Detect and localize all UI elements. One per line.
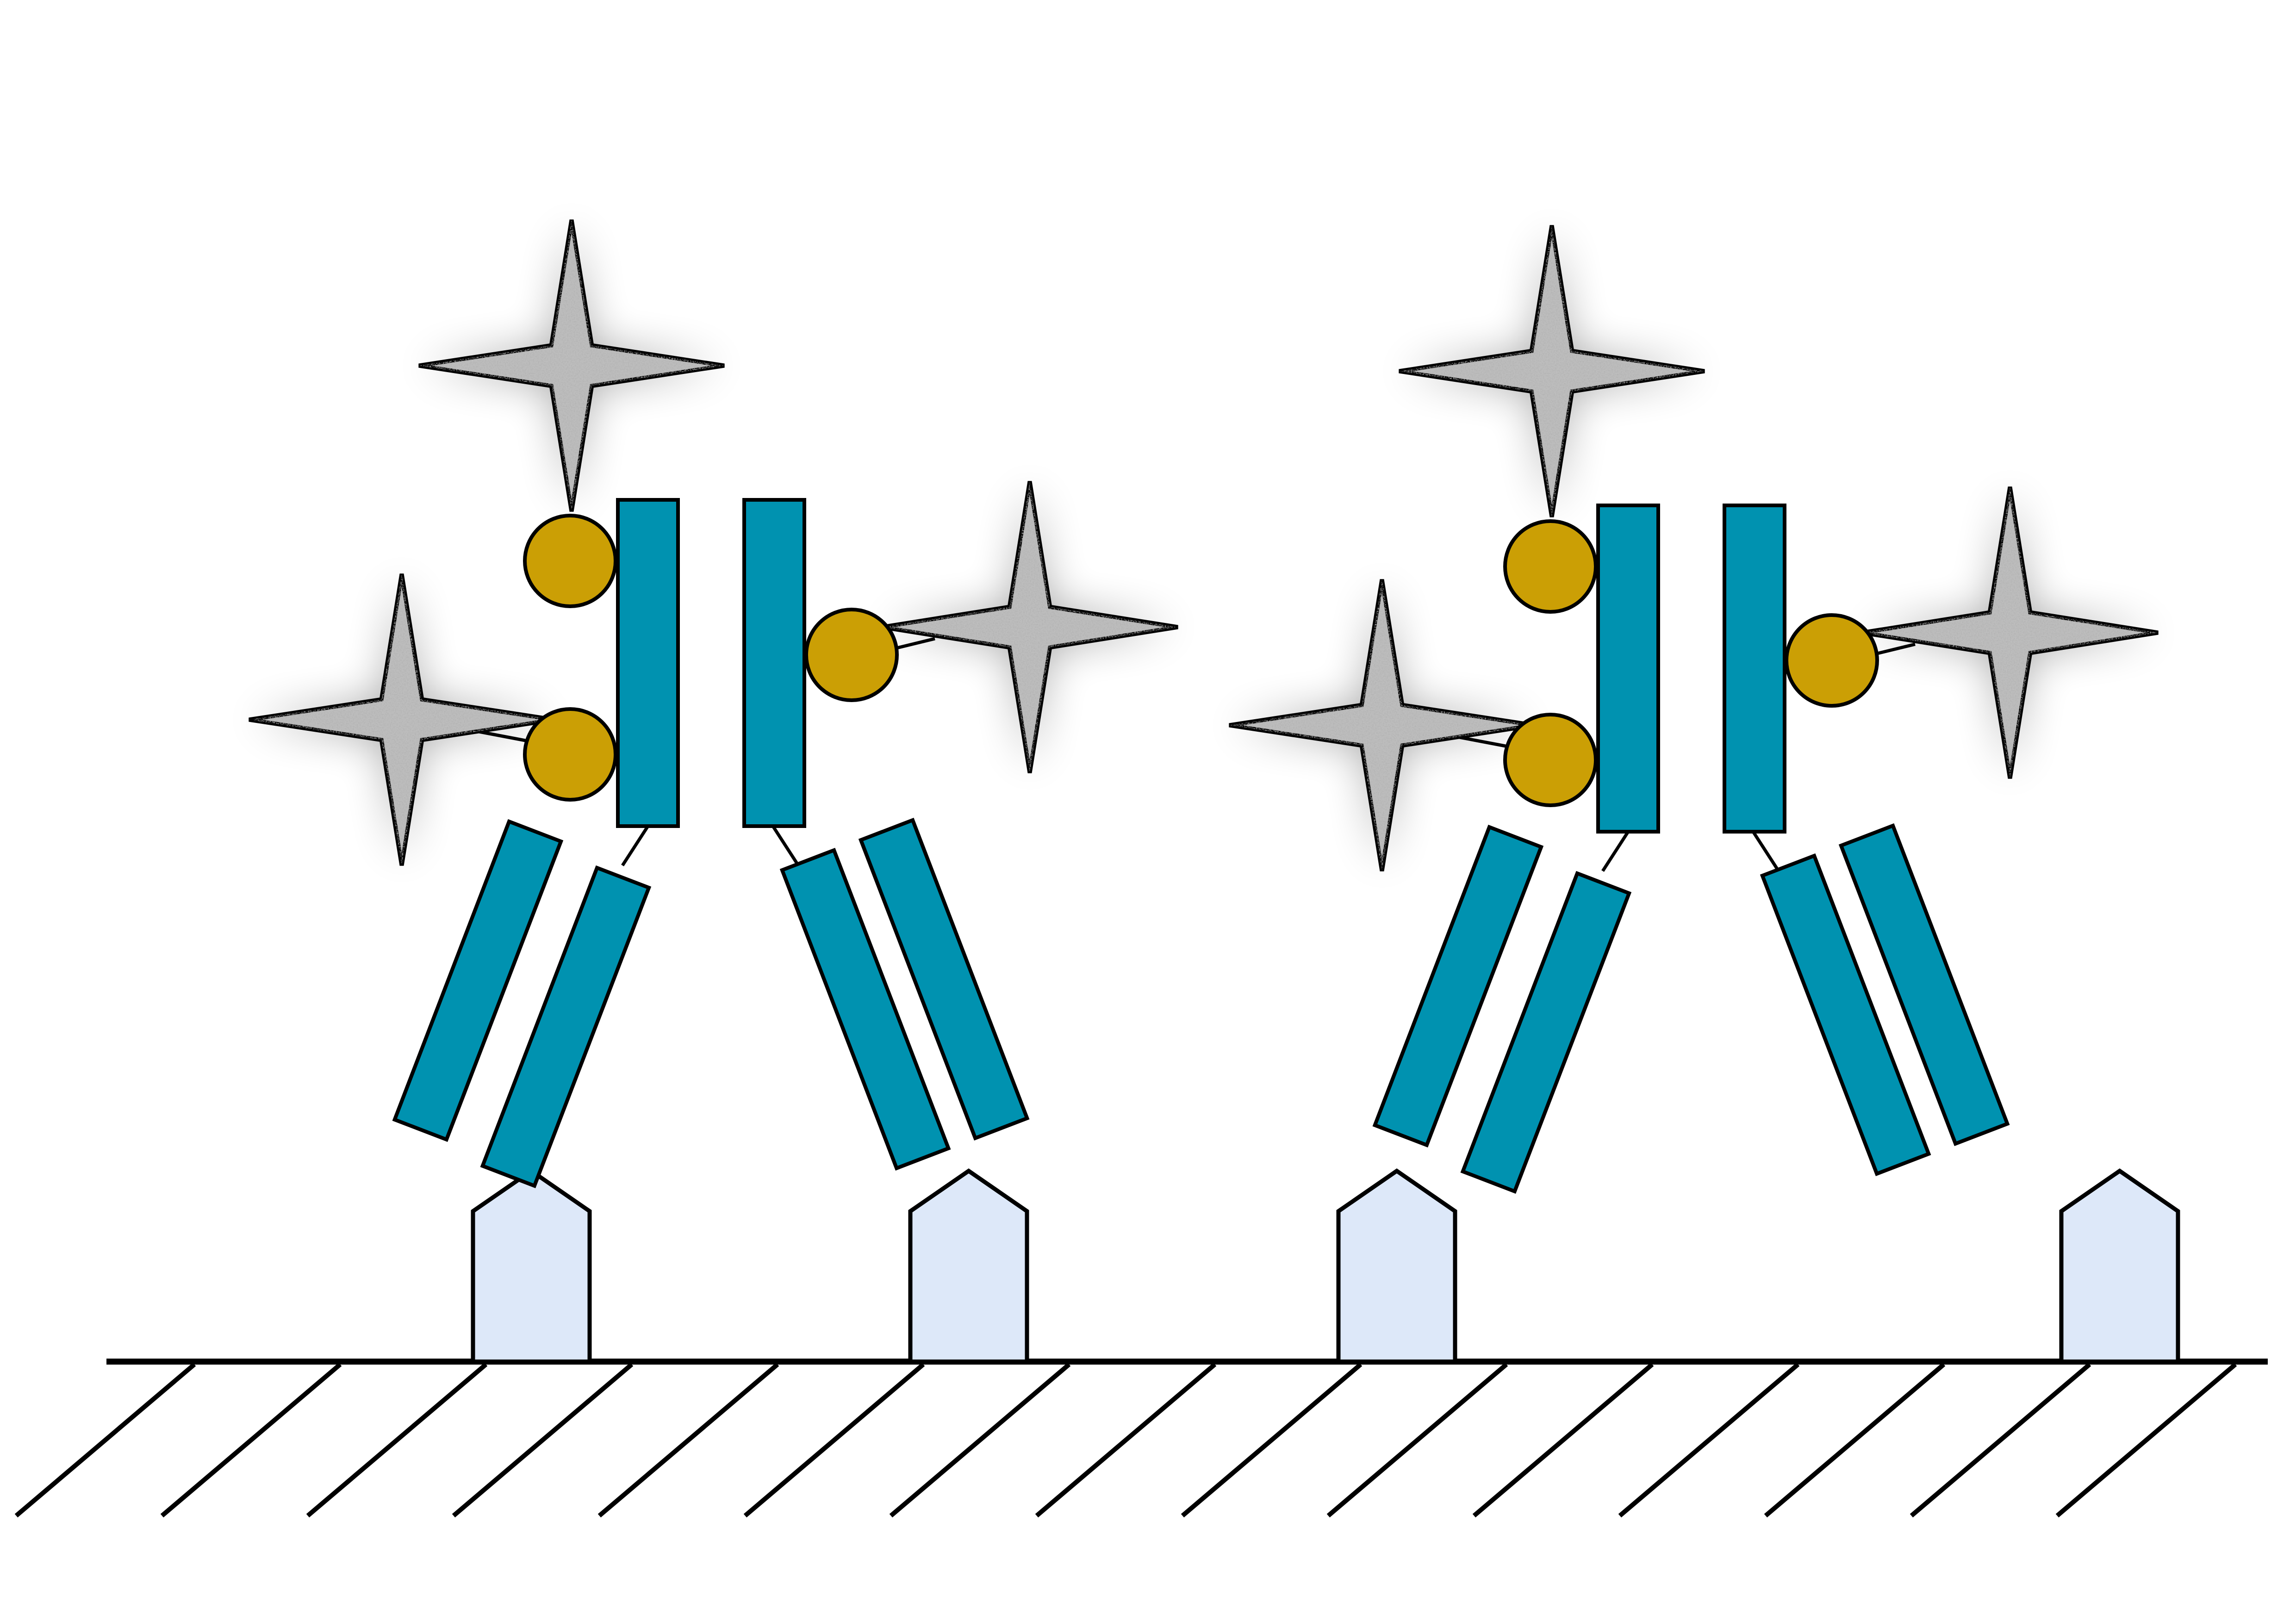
antibody-arm-domain (392, 819, 564, 1142)
hatch-line (1035, 1363, 1217, 1518)
antigen-layer (471, 1168, 2180, 1364)
label-tether (1877, 642, 1916, 655)
antibody-arm-domain (480, 865, 652, 1189)
star-texture (249, 574, 554, 865)
antibody-upper-domain (616, 498, 680, 828)
hatch-line (1618, 1363, 1800, 1518)
antigen-3 (1336, 1168, 1457, 1364)
right-antibody (1229, 225, 2159, 1194)
antigen-4 (2059, 1168, 2180, 1364)
hinge-line (1601, 831, 1630, 872)
label-tether (476, 729, 526, 742)
bead-icon (523, 514, 617, 608)
antibody-arm-domain (1838, 823, 2010, 1146)
antibody-upper-domain (1596, 504, 1660, 834)
bead-icon (1785, 613, 1879, 708)
label-tether (1456, 735, 1506, 748)
hatch-line (160, 1363, 342, 1518)
bead-icon (1503, 519, 1598, 614)
hatch-line (1910, 1363, 2091, 1518)
hatch-line (1181, 1363, 1363, 1518)
surface-hatching (14, 1363, 2237, 1518)
star-texture (1229, 579, 1535, 871)
star-texture (1862, 487, 2158, 778)
surface (14, 1358, 2268, 1518)
bead-icon (804, 608, 899, 702)
antibody-layer (249, 219, 2159, 1194)
antigen-2 (908, 1168, 1029, 1364)
antibody-upper-domain (1723, 504, 1786, 834)
hatch-line (452, 1363, 634, 1518)
left-antibody (249, 219, 1178, 1189)
label-tether (896, 637, 935, 650)
bead-icon (523, 707, 617, 802)
hinge-line (772, 825, 800, 866)
antibody-upper-domain (742, 498, 806, 828)
star-texture (419, 220, 724, 511)
hinge-line (621, 825, 649, 866)
hatch-line (306, 1363, 488, 1518)
hatch-line (743, 1363, 925, 1518)
antibody-arm-domain (858, 817, 1030, 1141)
star-texture (1399, 225, 1705, 517)
hatch-line (14, 1363, 196, 1518)
hatch-line (597, 1363, 779, 1518)
hatch-line (1472, 1363, 1654, 1518)
hatch-line (889, 1363, 1071, 1518)
star-texture (882, 481, 1178, 773)
hatch-line (1764, 1363, 1946, 1518)
hinge-line (1752, 831, 1780, 872)
antibody-arm-domain (1372, 824, 1544, 1148)
antibody-arm-domain (1760, 853, 1931, 1176)
hatch-line (1326, 1363, 1508, 1518)
hatch-line (2055, 1363, 2237, 1518)
antigen-1 (471, 1168, 592, 1364)
bead-icon (1503, 713, 1598, 807)
antibody-arm-domain (779, 847, 951, 1171)
antibody-arm-domain (1460, 871, 1632, 1194)
